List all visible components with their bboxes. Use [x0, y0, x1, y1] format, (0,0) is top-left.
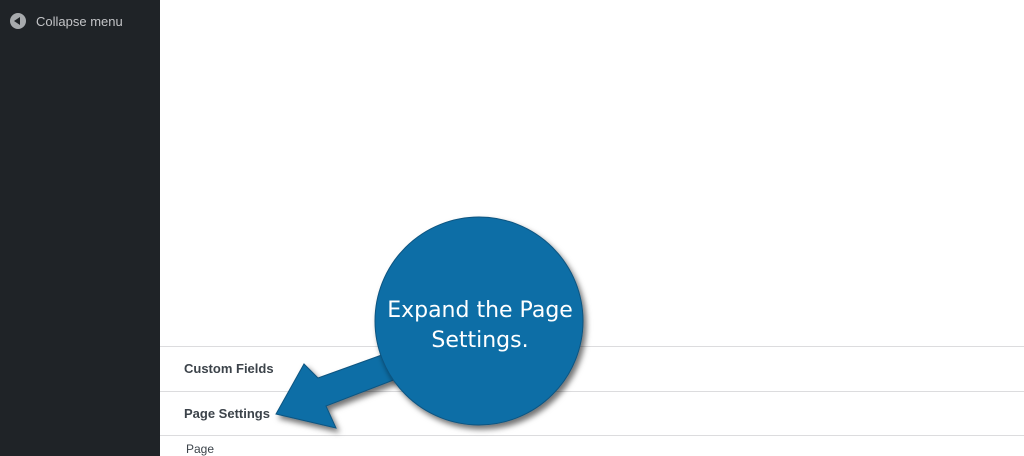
admin-sidebar: Collapse menu	[0, 0, 160, 456]
callout-text: Expand the Page Settings.	[387, 298, 573, 353]
page-row: Page	[160, 435, 1024, 456]
collapse-menu-label: Collapse menu	[36, 13, 123, 29]
page-settings-label: Page Settings	[184, 406, 270, 421]
editor-main: Custom Fields Page Settings Page	[160, 0, 1024, 456]
arrow-left-circle-icon	[10, 13, 26, 29]
page-row-label: Page	[186, 442, 215, 456]
custom-fields-panel-toggle[interactable]: Custom Fields	[160, 346, 1024, 390]
collapse-menu-button[interactable]: Collapse menu	[10, 11, 123, 31]
custom-fields-label: Custom Fields	[184, 361, 274, 376]
page-settings-panel-toggle[interactable]: Page Settings	[160, 391, 1024, 435]
